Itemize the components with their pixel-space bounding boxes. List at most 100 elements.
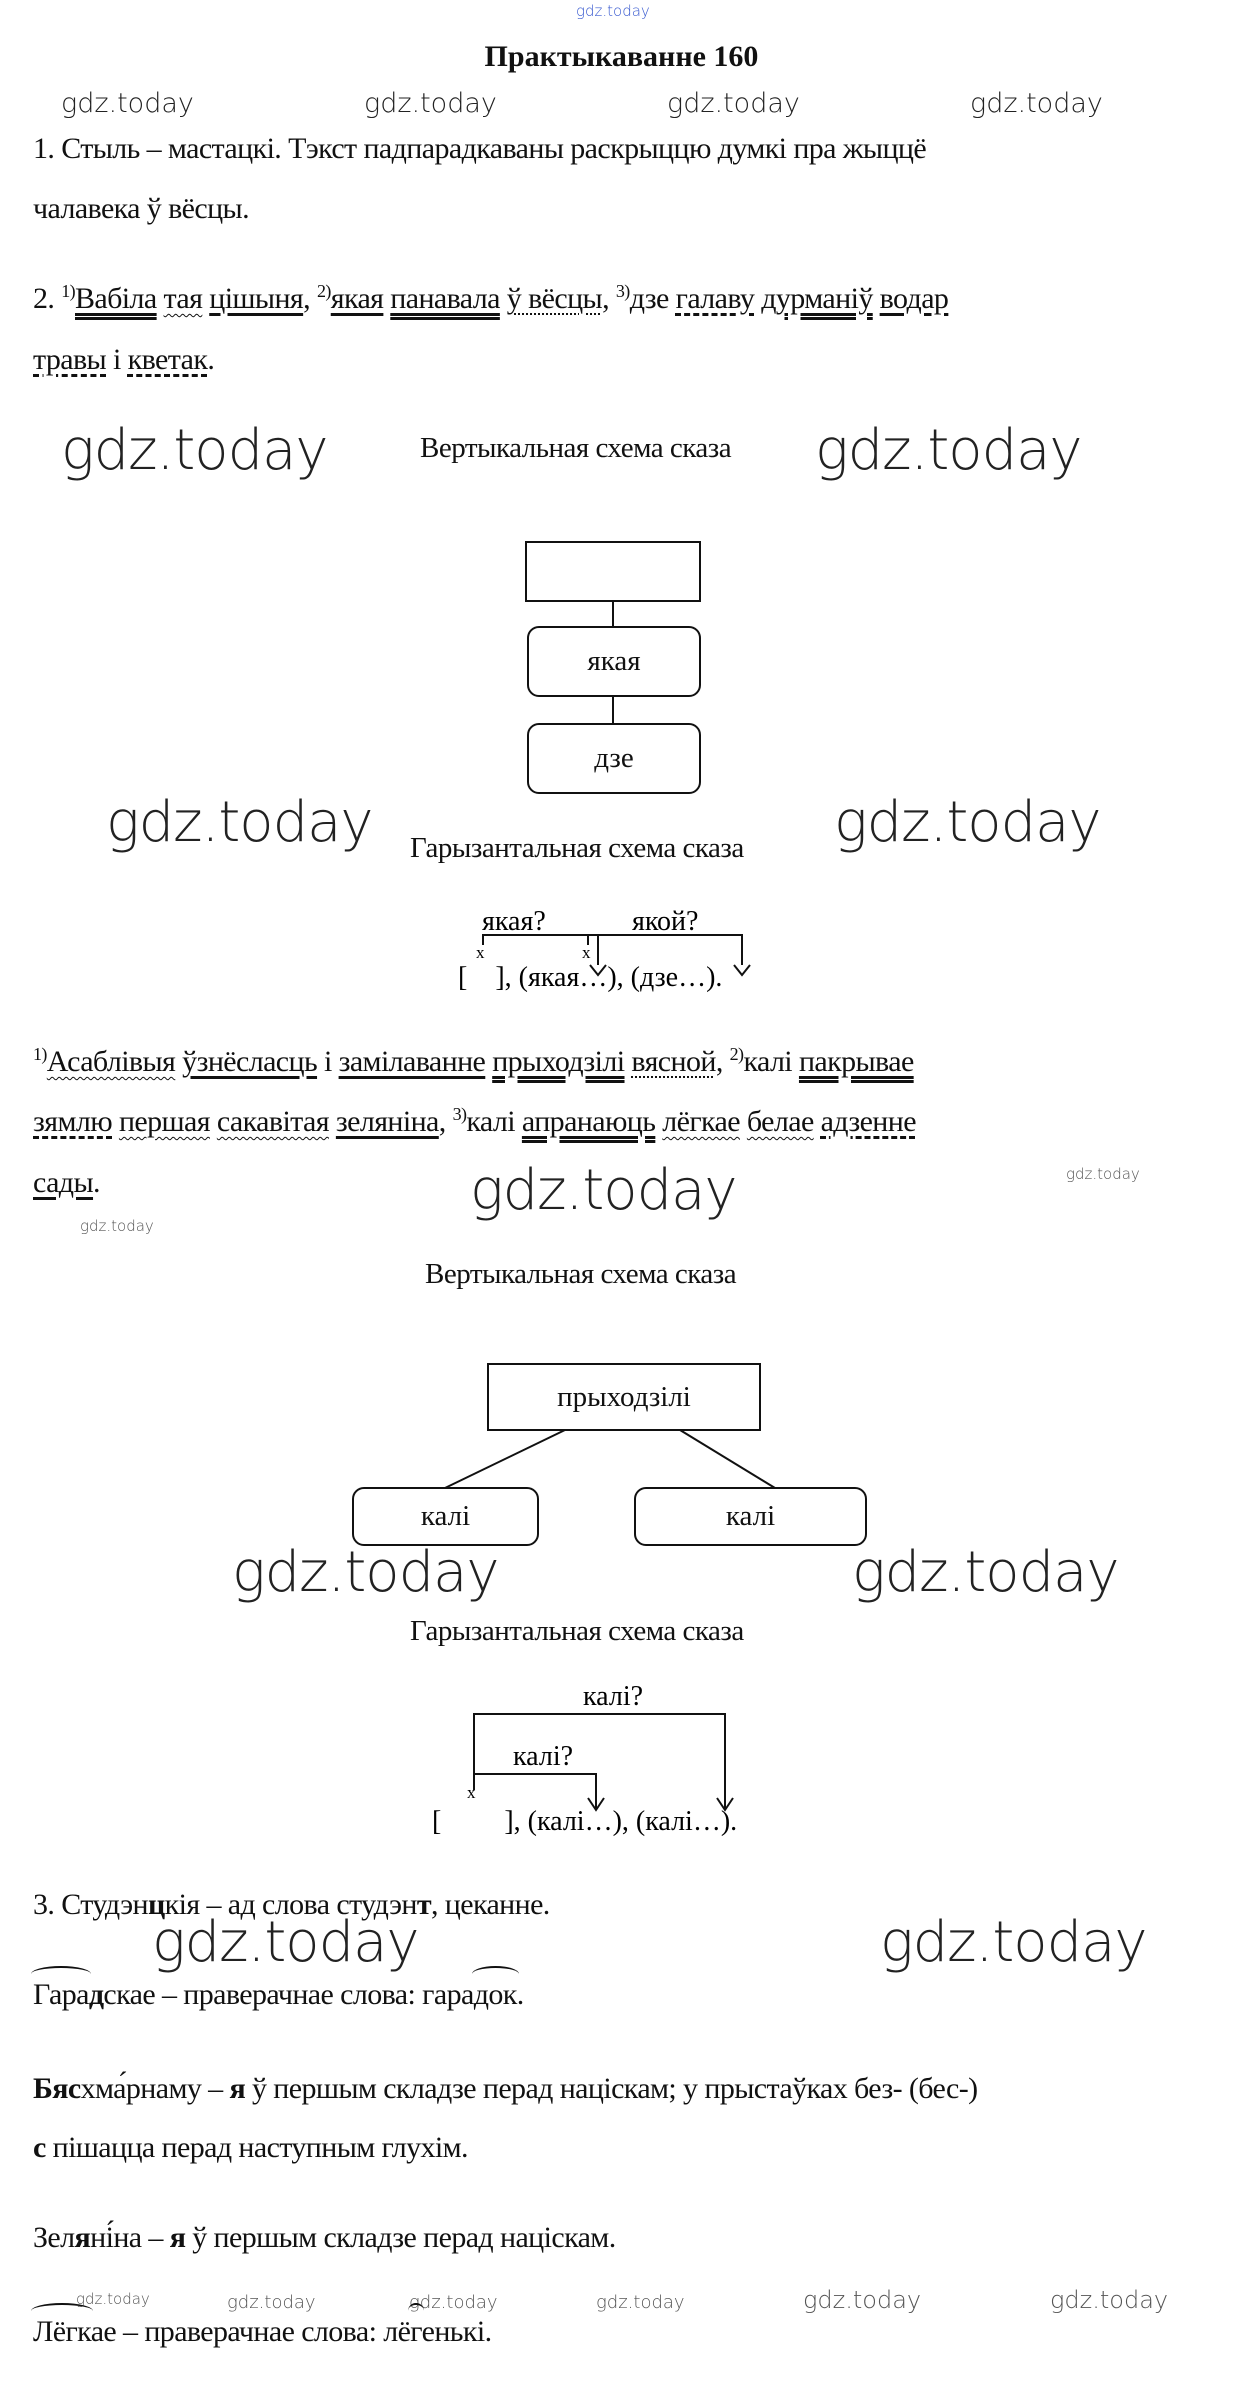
connector-line [612, 696, 614, 724]
sentence-member: ў вёсцы [506, 282, 603, 315]
text-segment: , цеканне. [430, 1888, 550, 1921]
question-label: калі? [513, 1741, 573, 1772]
watermark: gdz.today [152, 1910, 420, 1975]
clause-number: 1) [33, 1044, 47, 1064]
watermark: gdz.today [364, 88, 497, 119]
text-segment: я [169, 2221, 186, 2254]
explanation-line: Лёгкае – праверачнае слова: лёгенькі. [33, 2315, 492, 2349]
item1-line: чалавека ў вёсцы. [33, 192, 250, 225]
text-segment: дзе [629, 282, 676, 315]
text-segment: Лёгк [33, 2315, 91, 2348]
sentence-member: ўзнёсласць [182, 1045, 318, 1078]
sentence-member: дурманіў [761, 282, 873, 315]
watermark: gdz.today [61, 418, 329, 483]
text-segment: Зел [33, 2221, 75, 2254]
scheme-line: [ ], (якая…), (дзе…). [458, 962, 722, 993]
sentence-member: прыходзілі [492, 1045, 625, 1078]
sentence-line: травы і кветак. [33, 343, 215, 377]
sentence-member: водар [879, 282, 949, 315]
explanation-line: Гарадскае – праверачнае слова: гарадок. [33, 1978, 524, 2012]
sentence-member: травы [33, 343, 107, 376]
sentence-member: кветак [127, 343, 208, 376]
scheme-box-main [525, 541, 701, 602]
text-segment: г [410, 2315, 422, 2348]
watermark: gdz.today [880, 1910, 1148, 1975]
clause-number: 2) [729, 1044, 744, 1064]
sentence-member: адзенне [820, 1105, 917, 1138]
watermark: gdz.today [106, 790, 374, 855]
sentence-member: панавала [390, 282, 500, 315]
clause-number: 2) [316, 281, 331, 301]
watermark: gdz.today [667, 88, 800, 119]
scheme-box: калі [634, 1487, 867, 1546]
watermark: gdz.today [852, 1540, 1120, 1605]
horizontal-scheme-2 [473, 1713, 734, 1812]
sentence-member: сакавітая [216, 1105, 330, 1138]
sentence-member: якая [330, 282, 384, 315]
sentence-member: зямлю [33, 1105, 113, 1138]
text-segment: ні́на – [90, 2221, 170, 2254]
horizontal-scheme-caption: Гарызантальная схема сказа [410, 1615, 744, 1647]
explanation-line: 3. Студэнцкія – ад слова студэнт, цеканн… [33, 1888, 550, 1922]
text-segment: . [93, 1166, 100, 1199]
connector-line [612, 601, 614, 627]
sentence-member: Вабіла [75, 282, 157, 315]
sentence-member: замілаванне [338, 1045, 486, 1078]
scheme-line: [ ], (калі…), (калі…). [432, 1806, 737, 1837]
text-segment: , [602, 282, 616, 315]
scheme-box: дзе [527, 723, 701, 794]
question-label: якая? [482, 906, 546, 937]
sentence-member: апранаюць [521, 1105, 656, 1138]
horizontal-scheme-caption: Гарызантальная схема сказа [410, 832, 744, 864]
watermark: gdz.today [409, 2292, 498, 2313]
text-segment: пішацца перад наступным глухім. [45, 2131, 469, 2164]
vertical-scheme-caption: Вертыкальная схема сказа [420, 432, 732, 464]
clause-number: 3) [452, 1104, 467, 1124]
question-label: якой? [632, 906, 698, 937]
sentence-member: цішыня [209, 282, 304, 315]
text-segment: 2. [33, 282, 62, 315]
x-mark: x [582, 943, 591, 962]
sentence-member: Асаблівыя [46, 1045, 176, 1078]
sentence-member: пакрывае [798, 1045, 914, 1078]
watermark: gdz.today [1066, 1165, 1140, 1183]
watermark: gdz.today [596, 2292, 685, 2313]
text-segment: скае – праверачнае слова: гара [103, 1978, 474, 2011]
watermark: gdz.today [232, 1540, 500, 1605]
text-segment: кія – ад слова студэн [164, 1888, 418, 1921]
watermark: gdz.today [970, 88, 1103, 119]
sentence-member: галаву [675, 282, 755, 315]
text-segment: док [473, 1978, 518, 2011]
text-segment: т [416, 1888, 432, 1921]
x-mark: x [476, 943, 485, 962]
scheme-box: калі [352, 1487, 539, 1546]
watermark: gdz.today [76, 2290, 150, 2308]
explanation-line: Бясхма́рнаму – я ў першым складзе перад … [33, 2072, 978, 2106]
explanation-line: с пішацца перад наступным глухім. [33, 2131, 469, 2165]
clause-number: 1) [61, 281, 75, 301]
sentence-member: вясной [631, 1045, 716, 1078]
sentence-line: зямлю першая сакавітая зеляніна, 3)калі … [33, 1104, 917, 1139]
sentence-member: сады [33, 1166, 94, 1199]
sentence-line: 1)Асаблівыя ўзнёсласць і замілаванне пры… [33, 1045, 914, 1079]
text-segment: ў першым складзе перад націскам; у прыст… [245, 2072, 978, 2105]
text-segment: , [715, 1045, 730, 1078]
watermark: gdz.today [834, 790, 1102, 855]
watermark: gdz.today [80, 1217, 154, 1235]
question-label: калі? [583, 1681, 643, 1712]
text-segment: Гара [33, 1978, 89, 2011]
text-segment: хма́рнаму – [80, 2072, 230, 2105]
watermark: gdz.today [1050, 2286, 1169, 2314]
explanation-line: Зеляні́на – я ў першым складзе перад нац… [33, 2221, 616, 2255]
text-segment: я [229, 2072, 246, 2105]
text-segment: і [106, 343, 128, 376]
item1-line: 1. Стыль – мастацкі. Тэкст падпарадкаван… [33, 132, 927, 165]
text-segment: калі [743, 1045, 799, 1078]
text-segment: с [33, 2131, 46, 2164]
sentence-member: тая [163, 282, 203, 315]
sentence-member: лёгкае [662, 1105, 740, 1138]
text-segment: Бяс [33, 2072, 81, 2105]
text-segment: я [74, 2221, 91, 2254]
